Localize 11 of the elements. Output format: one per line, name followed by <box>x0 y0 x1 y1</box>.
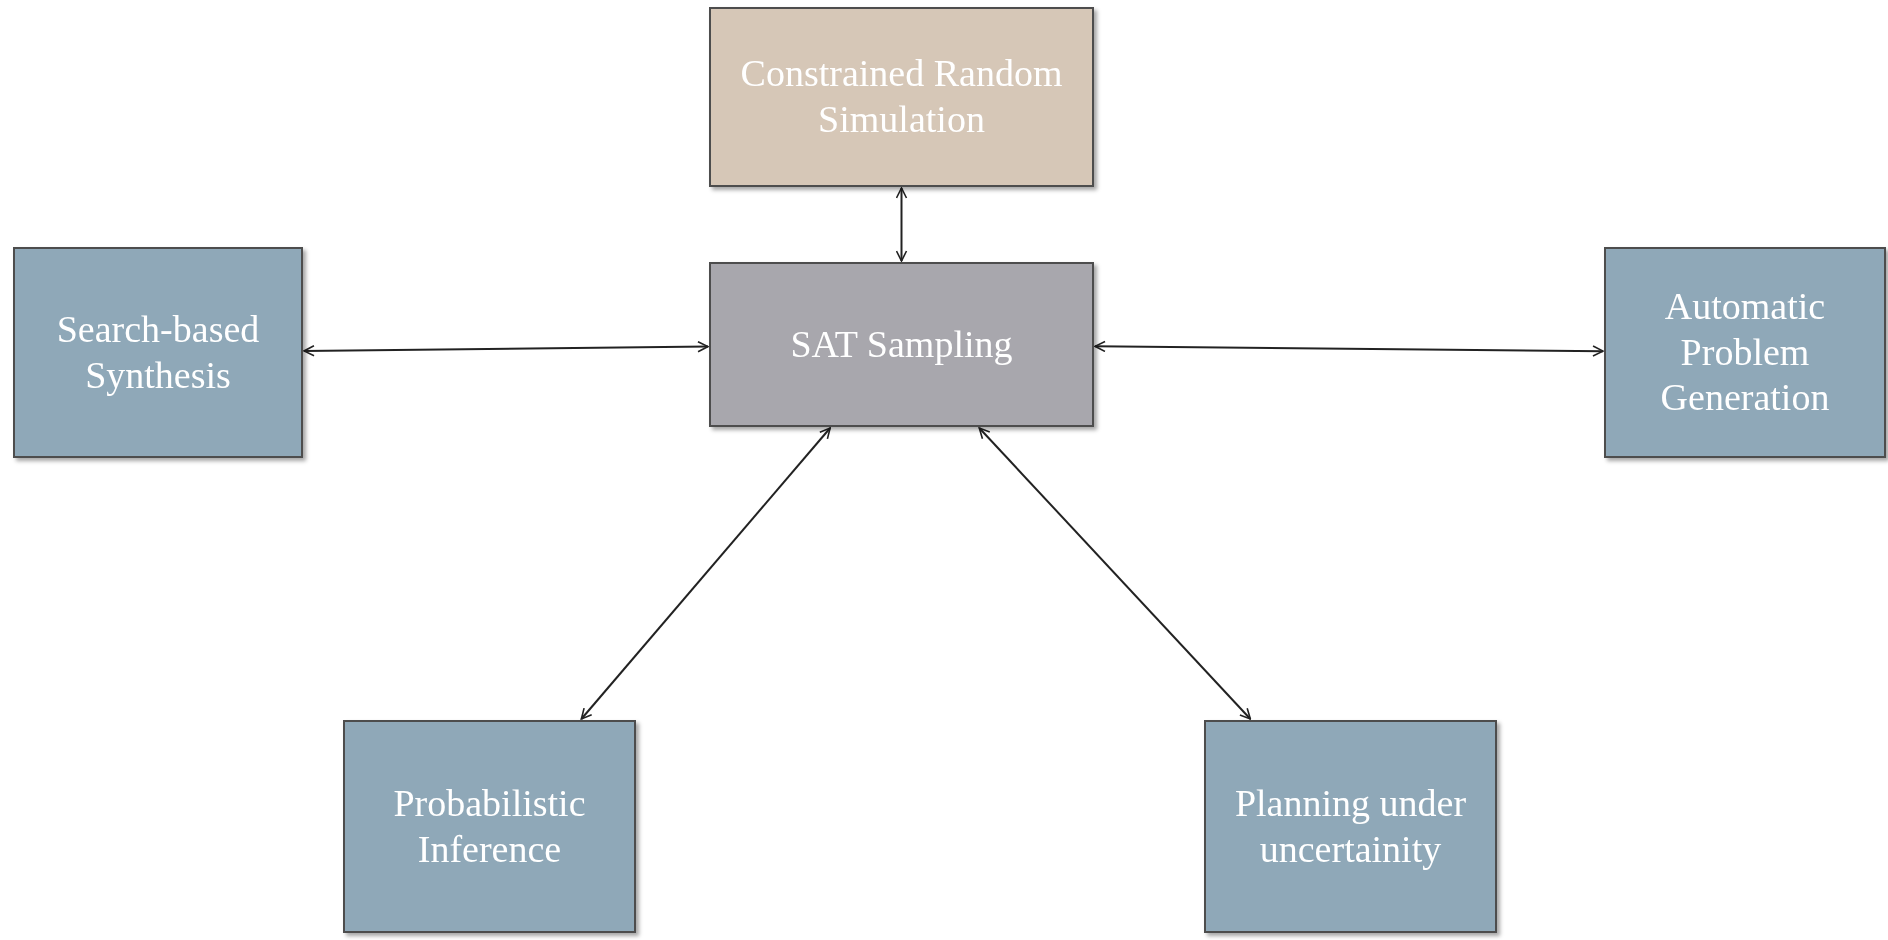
topic-box: Search-based Synthesis <box>13 247 303 458</box>
topic-box: Planning under uncertainity <box>1204 720 1497 933</box>
double-arrow <box>978 427 1252 720</box>
double-arrow <box>303 340 709 357</box>
topic-box: Automatic Problem Generation <box>1604 247 1886 458</box>
double-arrow <box>895 187 908 262</box>
double-arrow <box>1094 340 1604 357</box>
double-arrow <box>580 427 832 720</box>
topic-box: Constrained Random Simulation <box>709 7 1094 187</box>
topic-box: Probabilistic Inference <box>343 720 636 933</box>
topic-box: SAT Sampling <box>709 262 1094 427</box>
